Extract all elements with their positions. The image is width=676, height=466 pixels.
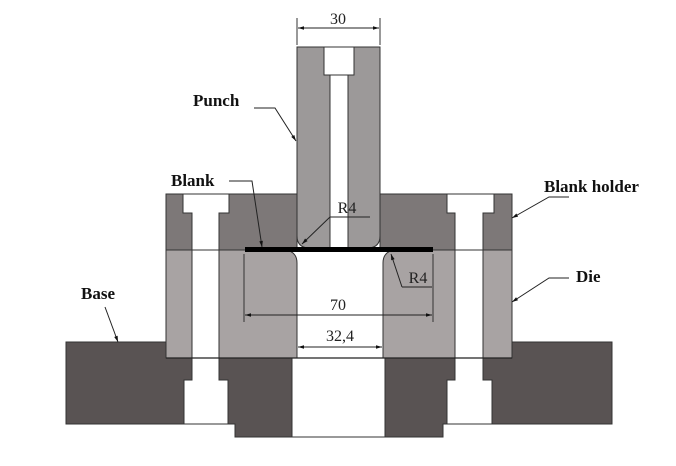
dimension-die-radius: R4: [390, 253, 432, 288]
die: [165, 249, 513, 359]
dimension-die-outer-label: 70: [330, 297, 346, 314]
base-center-right: [384, 357, 456, 438]
label-punch: Punch: [193, 91, 297, 142]
punch-top-recess: [323, 46, 355, 76]
label-blank: Blank: [171, 171, 263, 248]
dimension-punch-radius-label: R4: [338, 200, 357, 217]
dimension-punch-radius: R4: [301, 200, 370, 245]
dimension-die-outer: 70: [243, 254, 434, 322]
die-left-bolt-hole: [191, 249, 220, 359]
label-die: Die: [511, 267, 601, 303]
die-left-outer: [165, 249, 193, 359]
base-center-left: [218, 357, 298, 438]
blank-sheet: [245, 247, 433, 252]
dimension-die-opening-label: 32,4: [326, 328, 354, 345]
die-right-bolt-hole: [454, 249, 484, 359]
base: [65, 341, 613, 438]
label-blank-text: Blank: [171, 171, 215, 190]
die-right-inner: [382, 249, 456, 359]
blank-holder-right-bolt-hole: [446, 193, 495, 251]
punch-center-slot: [329, 74, 349, 249]
dimension-punch-width: 30: [296, 11, 381, 45]
label-punch-text: Punch: [193, 91, 240, 110]
label-blank-holder: Blank holder: [511, 177, 639, 219]
die-left-inner: [218, 249, 298, 359]
label-blank-holder-text: Blank holder: [544, 177, 639, 196]
punch: [296, 46, 381, 249]
blank-holder-left-bolt-hole: [182, 193, 230, 251]
die-right-outer: [482, 249, 513, 359]
label-die-text: Die: [576, 267, 601, 286]
dimension-punch-width-label: 30: [330, 11, 346, 28]
dimension-die-radius-label: R4: [409, 270, 428, 287]
label-base: Base: [81, 284, 119, 343]
base-center-opening: [291, 357, 386, 438]
dimension-die-opening: 32,4: [298, 328, 382, 349]
label-base-text: Base: [81, 284, 115, 303]
